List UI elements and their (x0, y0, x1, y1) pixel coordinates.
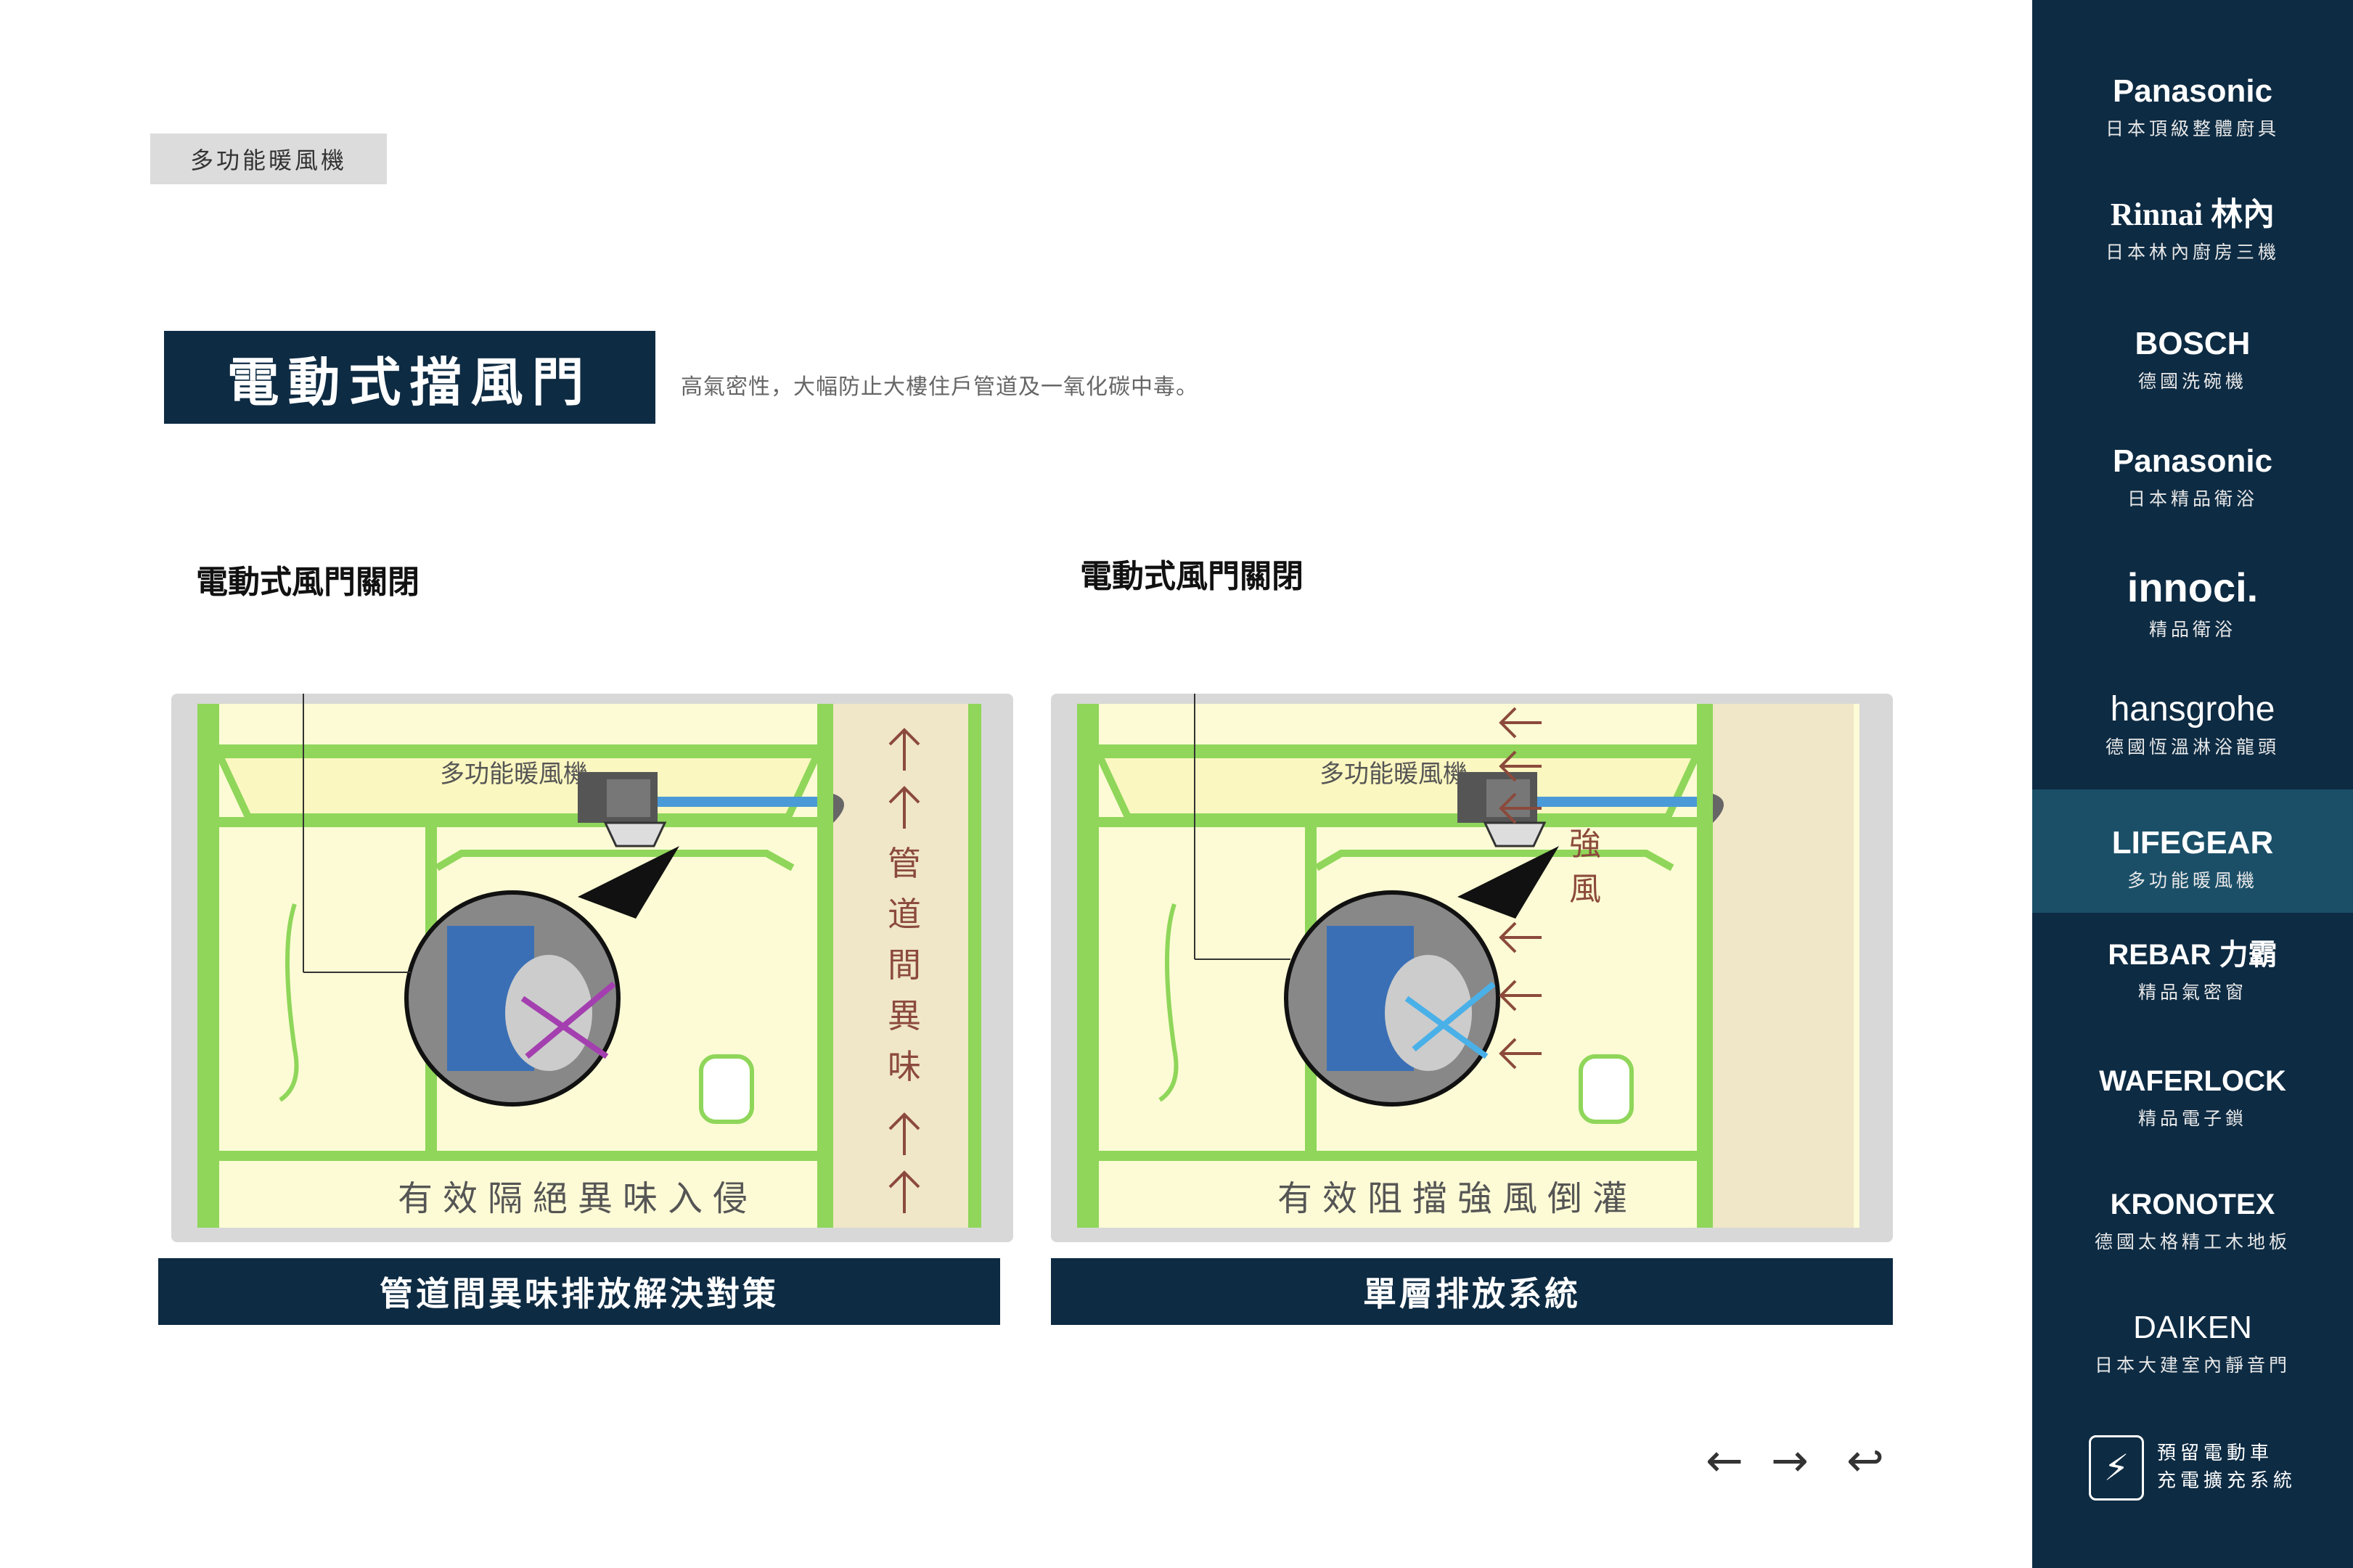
right-bottom-text: 有效阻擋強風倒灌 (1277, 1178, 1637, 1219)
shaft-char: 道 (888, 895, 921, 934)
sidebar-item-label: 精品電子鎖 (2137, 1108, 2247, 1129)
shaft-char: 味 (888, 1047, 921, 1086)
brand-logo: DAIKEN (2133, 1310, 2252, 1345)
left-bottom-text: 有效隔絕異味入侵 (398, 1178, 758, 1219)
sidebar-item-label: 德國恆溫淋浴龍頭 (2105, 736, 2280, 758)
arrow-left-icon: ← (1706, 1434, 1743, 1487)
brand-logo: Rinnai 林內 (2110, 197, 2275, 232)
brand-logo: innoci. (2127, 565, 2259, 610)
next-button[interactable]: → (1771, 1435, 1809, 1486)
sidebar-item-panasonic-kitchen[interactable]: Panasonic 日本頂級整體廚具 (2032, 73, 2353, 152)
sidebar-item-daiken[interactable]: DAIKEN 日本大建室內靜音門 (2032, 1309, 2353, 1389)
sidebar-item-innoci[interactable]: innoci. 精品衛浴 (2032, 565, 2353, 652)
brand-logo: REBAR 力霸 (2108, 939, 2278, 971)
ev-label-line1: 預留電動車 (2157, 1442, 2274, 1464)
right-caption: 單層排放系統 (1051, 1258, 1893, 1325)
shaft-char: 間 (888, 945, 921, 985)
wind-char: 風 (1569, 871, 1601, 908)
left-diagram-panel: 多功能暖風機 管 道 間 異 味 有效隔絕異味入侵 (171, 694, 1013, 1242)
right-unit-label: 多功能暖風機 (1319, 760, 1468, 789)
left-diagram-illustration: 多功能暖風機 管 道 間 異 味 有效隔絕異味入侵 (197, 694, 981, 1228)
sidebar-item-label: 精品氣密窗 (2137, 982, 2247, 1003)
brand-logo: Panasonic (2112, 73, 2273, 109)
sidebar-item-lifegear[interactable]: LIFEGEAR 多功能暖風機 (2032, 789, 2353, 913)
right-diagram-illustration: 多功能暖風機 強 風 有效阻擋強風倒灌 (1077, 628, 1859, 1228)
brand-logo: KRONOTEX (2110, 1189, 2275, 1220)
right-diagram-panel: 多功能暖風機 強 風 有效阻擋強風倒灌 (1051, 628, 1893, 1242)
sidebar-item-rebar[interactable]: REBAR 力霸 精品氣密窗 (2032, 936, 2353, 1023)
sidebar-item-label: 日本大建室內靜音門 (2094, 1355, 2291, 1376)
prev-button[interactable]: ← (1706, 1435, 1743, 1486)
sidebar-item-label: 日本林內廚房三機 (2105, 242, 2280, 263)
sidebar-item-hansgrohe[interactable]: hansgrohe 德國恆溫淋浴龍頭 (2032, 691, 2353, 771)
shaft-char: 異 (888, 996, 921, 1035)
sidebar-item-label: 精品衛浴 (2148, 619, 2236, 640)
sidebar-item-bosch[interactable]: BOSCH 德國洗碗機 (2032, 325, 2353, 405)
sidebar-item-label: 德國太格精工木地板 (2094, 1231, 2291, 1252)
left-caption: 管道間異味排放解決對策 (158, 1258, 1000, 1325)
left-callout-label: 電動式風門關閉 (196, 564, 420, 601)
brand-logo: BOSCH (2135, 326, 2251, 361)
sidebar-item-label: 德國洗碗機 (2137, 371, 2247, 392)
sidebar-item-rinnai[interactable]: Rinnai 林內 日本林內廚房三機 (2032, 196, 2353, 276)
page-subtitle: 高氣密性，大幅防止大樓住戶管道及一氧化碳中毒。 (681, 374, 1198, 400)
brand-logo: Panasonic (2112, 443, 2273, 479)
return-icon: ↩ (1846, 1434, 1884, 1487)
wind-char: 強 (1569, 826, 1601, 863)
breadcrumb: 多功能暖風機 (150, 134, 387, 184)
ev-label: 預留電動車 充電擴充系統 (2157, 1440, 2296, 1495)
sidebar-item-kronotex[interactable]: KRONOTEX 德國太格精工木地板 (2032, 1186, 2353, 1265)
sidebar-item-panasonic-bath[interactable]: Panasonic 日本精品衛浴 (2032, 443, 2353, 522)
back-button[interactable]: ↩ (1846, 1435, 1884, 1486)
page-title: 電動式擋風門 (164, 331, 655, 424)
lightning-icon: ⚡ (2089, 1435, 2144, 1501)
arrow-right-icon: → (1771, 1434, 1809, 1487)
sidebar-item-label: 日本頂級整體廚具 (2105, 118, 2280, 139)
brand-sidebar: Panasonic 日本頂級整體廚具 Rinnai 林內 日本林內廚房三機 BO… (2032, 0, 2353, 1568)
left-unit-label: 多功能暖風機 (440, 760, 588, 789)
brand-logo: hansgrohe (2110, 690, 2275, 728)
brand-logo: WAFERLOCK (2099, 1065, 2286, 1097)
sidebar-item-label: 多功能暖風機 (2127, 870, 2258, 891)
shaft-char: 管 (888, 844, 921, 883)
right-callout-label: 電動式風門關閉 (1080, 558, 1304, 595)
sidebar-item-label: 日本精品衛浴 (2127, 488, 2258, 509)
brand-logo: LIFEGEAR (2111, 825, 2274, 861)
ev-label-line2: 充電擴充系統 (2157, 1470, 2297, 1492)
sidebar-item-waferlock[interactable]: WAFERLOCK 精品電子鎖 (2032, 1062, 2353, 1142)
